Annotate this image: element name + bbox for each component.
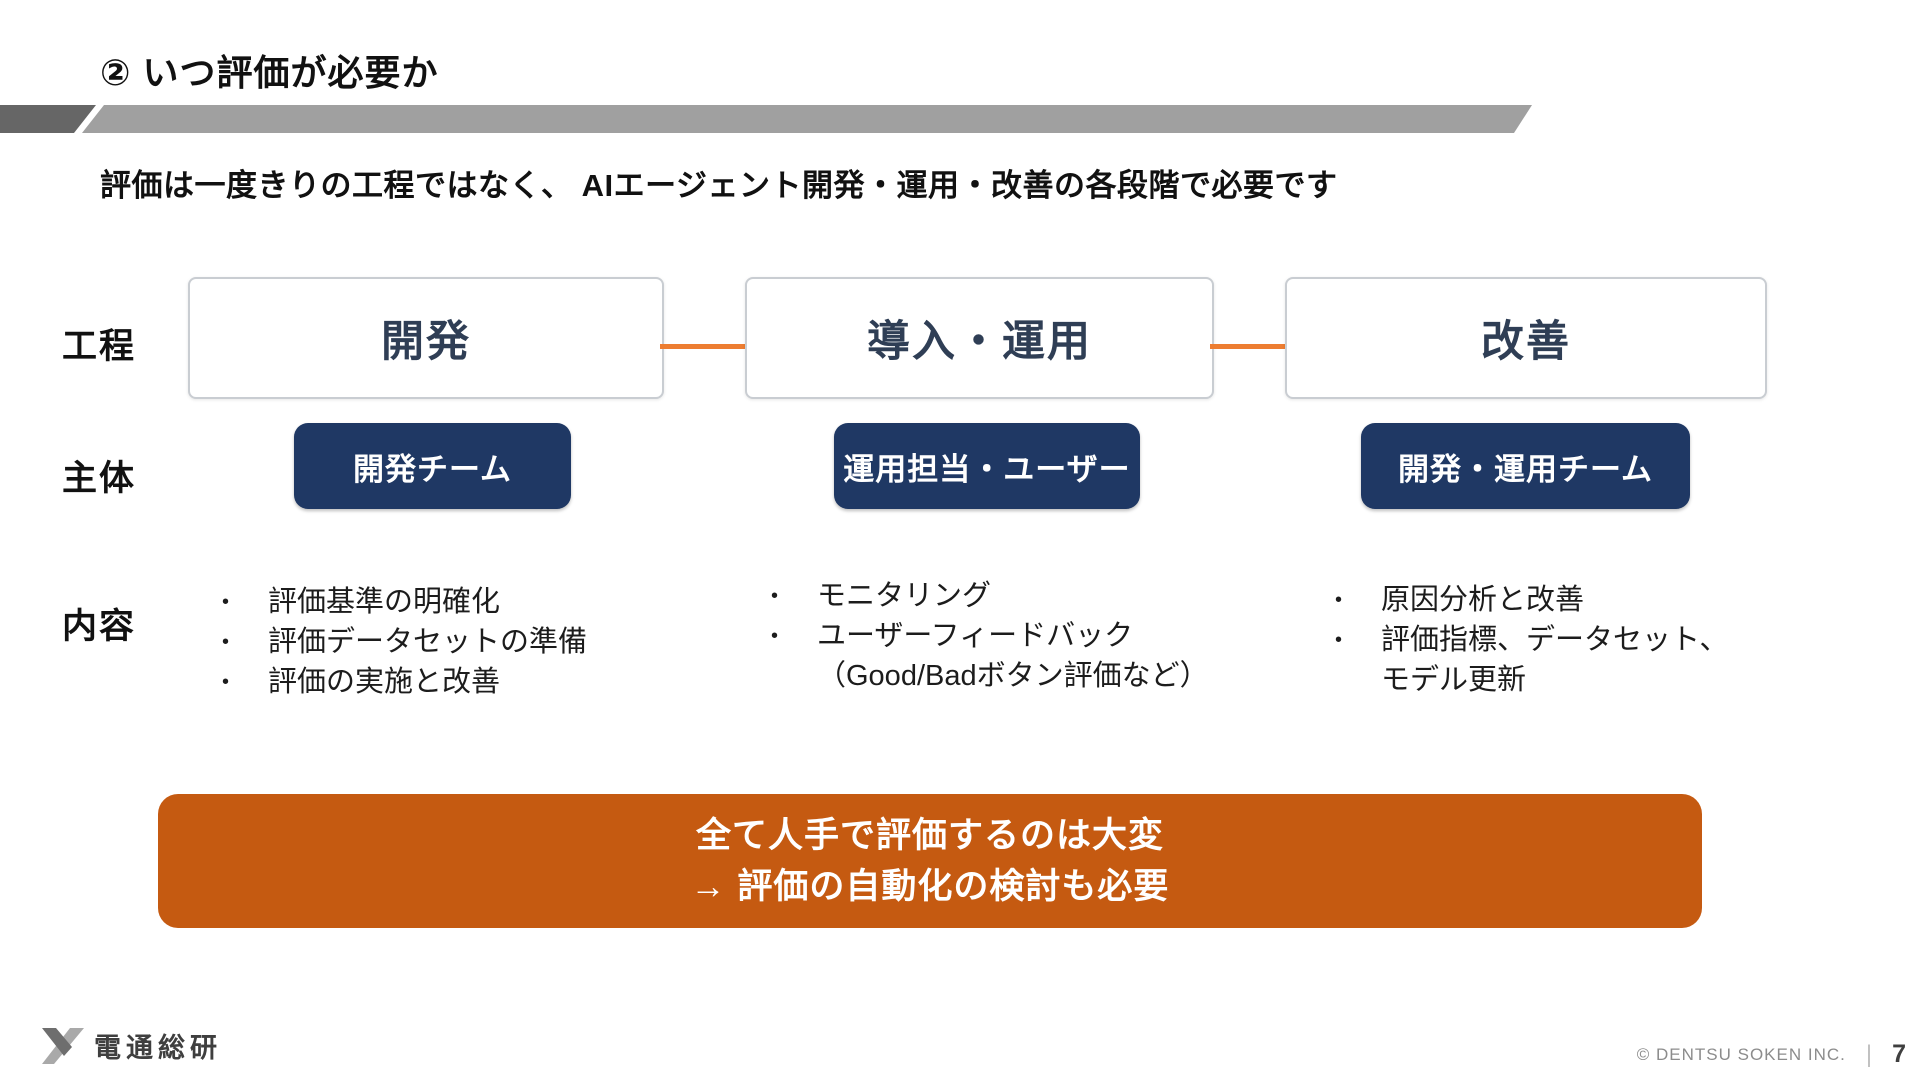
- copyright-text: © DENTSU SOKEN INC.: [1636, 1044, 1846, 1064]
- company-logo: 電通総研: [42, 1026, 222, 1065]
- slide-subtitle: 評価は一度きりの工程ではなく、 AIエージェント開発・運用・改善の各段階で必要で…: [100, 168, 1338, 203]
- callout-line-2: → 評価の自動化の検討も必要: [690, 867, 1170, 906]
- list-item: • 原因分析と改善: [1335, 580, 1728, 620]
- footer-divider: |: [1865, 1040, 1873, 1068]
- list-item-text: モニタリング: [817, 580, 992, 612]
- callout-banner: 全て人手で評価するのは大変 → 評価の自動化の検討も必要: [158, 794, 1702, 928]
- row-label-content: 内容: [62, 607, 137, 646]
- stage-box-improvement: 改善: [1285, 277, 1767, 399]
- header-bar-light-segment: [82, 105, 1532, 133]
- stage-box-development: 開発: [188, 277, 664, 399]
- stage-box-deployment-operation: 導入・運用: [745, 277, 1214, 399]
- list-item-text: 評価指標、データセット、: [1381, 624, 1729, 656]
- list-item-text: 原因分析と改善: [1381, 584, 1585, 616]
- logo-text: 電通総研: [94, 1033, 222, 1063]
- list-item-text: 評価データセットの準備: [268, 626, 588, 658]
- stage-connector-1: [660, 344, 745, 349]
- list-item-text: 評価基準の明確化: [268, 586, 501, 618]
- bullet-icon: •: [771, 585, 779, 607]
- list-item-continuation: （Good/Badボタン評価など）: [771, 656, 1209, 696]
- bullet-icon: •: [222, 631, 230, 653]
- list-item-text: 評価の実施と改善: [268, 666, 501, 698]
- bullet-icon: •: [771, 625, 779, 647]
- list-item: • 評価の実施と改善: [222, 662, 587, 702]
- footer-right: © DENTSU SOKEN INC. | 7: [1637, 1040, 1906, 1069]
- team-box-dev-ops-team: 開発・運用チーム: [1361, 423, 1690, 509]
- list-item-text: （Good/Badボタン評価など）: [817, 660, 1209, 692]
- list-item: • 評価データセットの準備: [222, 622, 587, 662]
- slide-title: ② いつ評価が必要か: [100, 52, 439, 93]
- callout-line-1: 全て人手で評価するのは大変: [695, 816, 1164, 855]
- list-item: • モニタリング: [771, 576, 1209, 616]
- list-item: • ユーザーフィードバック: [771, 616, 1209, 656]
- list-item-text: モデル更新: [1381, 664, 1527, 696]
- page-number: 7: [1892, 1040, 1906, 1068]
- bullet-icon: •: [222, 591, 230, 613]
- row-label-subject: 主体: [62, 459, 137, 498]
- content-list-improvement: • 原因分析と改善 • 評価指標、データセット、 モデル更新: [1335, 580, 1728, 700]
- logo-x-icon: [42, 1027, 84, 1064]
- team-box-development-team: 開発チーム: [294, 423, 571, 509]
- row-label-process: 工程: [62, 327, 137, 366]
- stage-connector-2: [1210, 344, 1285, 349]
- bullet-icon: •: [1335, 589, 1343, 611]
- header-accent-bar: [0, 105, 1532, 133]
- content-list-development: • 評価基準の明確化 • 評価データセットの準備 • 評価の実施と改善: [222, 582, 587, 702]
- list-item: • 評価基準の明確化: [222, 582, 587, 622]
- header-bar-dark-segment: [0, 105, 96, 133]
- content-list-operation: • モニタリング • ユーザーフィードバック （Good/Badボタン評価など）: [771, 576, 1209, 696]
- list-item-text: ユーザーフィードバック: [817, 620, 1134, 652]
- bullet-icon: •: [222, 671, 230, 693]
- list-item: • 評価指標、データセット、: [1335, 620, 1728, 660]
- bullet-icon: •: [1335, 629, 1343, 651]
- team-box-operation-users: 運用担当・ユーザー: [834, 423, 1140, 509]
- list-item-continuation: モデル更新: [1335, 660, 1728, 700]
